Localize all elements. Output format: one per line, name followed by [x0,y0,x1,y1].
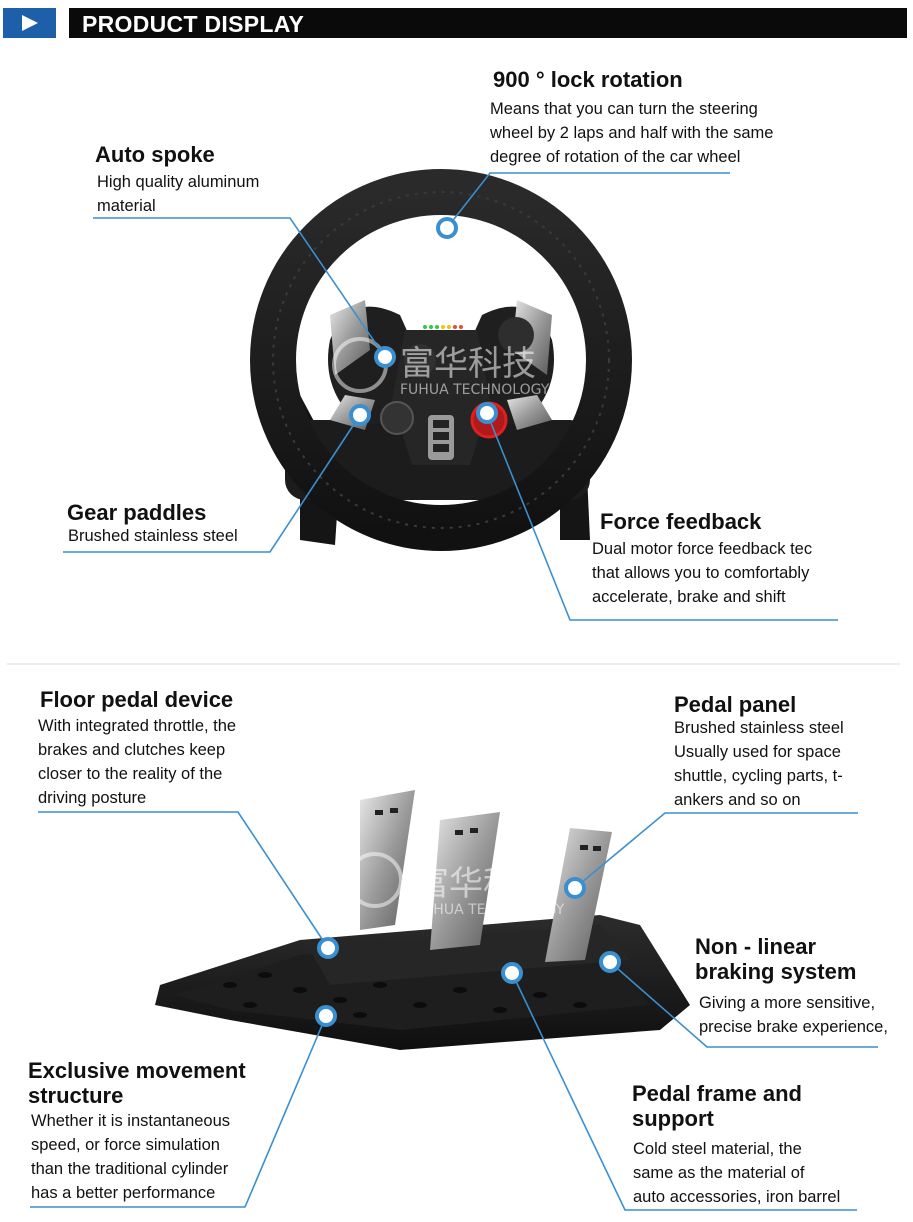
pedal-frame-line: auto accessories, iron barrel [633,1188,841,1206]
pedal-panel-desc: Brushed stainless steel Usually used for… [674,716,844,812]
callout-dots [315,217,621,1027]
floor-pedal-title: Floor pedal device [40,687,234,712]
steering-wheel [250,169,632,551]
svg-text:富华科技: 富华科技 [400,344,536,384]
gear-paddles-title: Gear paddles [67,500,207,525]
floor-pedal-line: With integrated throttle, the [38,717,237,735]
pedal-frame-line: same as the material of [633,1164,805,1182]
svg-text:富华科技: 富华科技 [415,864,551,904]
pedal-frame-line: Cold steel material, the [633,1140,802,1158]
header-tag [3,8,56,38]
pedal-frame-title-line: support [632,1106,714,1131]
svg-text:FUHUA TECHNOLOGY: FUHUA TECHNOLOGY [415,902,565,918]
nonlinear-braking-line: precise brake experience, [699,1018,888,1036]
pedal-panel-line: ankers and so on [674,791,801,809]
header-bar [69,8,907,38]
pedal-frame-desc: Cold steel material, the same as the mat… [633,1137,840,1209]
auto-spoke-desc: High quality aluminum material [97,170,259,218]
svg-text:FUHUA TECHNOLOGY: FUHUA TECHNOLOGY [400,382,550,398]
play-arrow-icon [22,15,38,31]
watermark-bottom: 富华科技 FUHUA TECHNOLOGY [347,852,565,918]
movement-structure-title-line: Exclusive movement [28,1058,246,1083]
force-feedback-line: Dual motor force feedback tec [592,540,813,558]
nonlinear-braking-title-line: Non - linear [695,934,817,959]
pedal-frame-title-line: Pedal frame and [632,1081,802,1106]
force-feedback-line: that allows you to comfortably [592,564,810,582]
nonlinear-braking-title: Non - linear braking system [695,934,856,984]
force-feedback-title: Force feedback [600,509,762,534]
watermark-top: 富华科技 FUHUA TECHNOLOGY [332,337,550,398]
lock-rotation-title: 900 ° lock rotation [493,67,683,92]
pedal-frame-title: Pedal frame and support [632,1081,802,1131]
lock-rotation-line: degree of rotation of the car wheel [490,148,741,166]
nonlinear-braking-desc: Giving a more sensitive, precise brake e… [699,991,888,1039]
force-feedback-line: accelerate, brake and shift [592,588,786,606]
movement-structure-title: Exclusive movement structure [28,1058,246,1108]
floor-pedal-line: driving posture [38,789,147,807]
auto-spoke-title: Auto spoke [95,142,215,167]
auto-spoke-line: High quality aluminum [97,173,260,191]
callout-lines [30,172,878,1211]
nonlinear-braking-line: Giving a more sensitive, [699,994,876,1012]
lock-rotation-line: wheel by 2 laps and half with the same [490,124,774,142]
page-title: PRODUCT DISPLAY [82,11,305,37]
section-divider [7,663,900,665]
movement-structure-line: than the traditional cylinder [31,1160,229,1178]
floor-pedal-unit [155,790,690,1050]
pedal-panel-line: Brushed stainless steel [674,719,844,737]
pedal-panel-line: Usually used for space [674,743,841,761]
floor-pedal-line: closer to the reality of the [38,765,223,783]
auto-spoke-line: material [97,197,156,215]
floor-pedal-line: brakes and clutches keep [38,741,226,759]
pedal-panel-title: Pedal panel [674,692,797,717]
movement-structure-line: has a better performance [31,1184,216,1202]
pedal-panel-line: shuttle, cycling parts, t- [674,767,843,785]
force-feedback-desc: Dual motor force feedback tec that allow… [592,537,812,609]
movement-structure-line: Whether it is instantaneous [31,1112,231,1130]
nonlinear-braking-title-line: braking system [695,959,857,984]
gear-paddles-line: Brushed stainless steel [68,527,238,545]
movement-structure-desc: Whether it is instantaneous speed, or fo… [31,1109,230,1205]
movement-structure-line: speed, or force simulation [31,1136,220,1154]
lock-rotation-line: Means that you can turn the steering [490,100,758,118]
gear-paddles-desc: Brushed stainless steel [68,524,238,548]
floor-pedal-desc: With integrated throttle, the brakes and… [38,714,236,810]
movement-structure-title-line: structure [28,1083,124,1108]
lock-rotation-desc: Means that you can turn the steering whe… [490,97,773,169]
